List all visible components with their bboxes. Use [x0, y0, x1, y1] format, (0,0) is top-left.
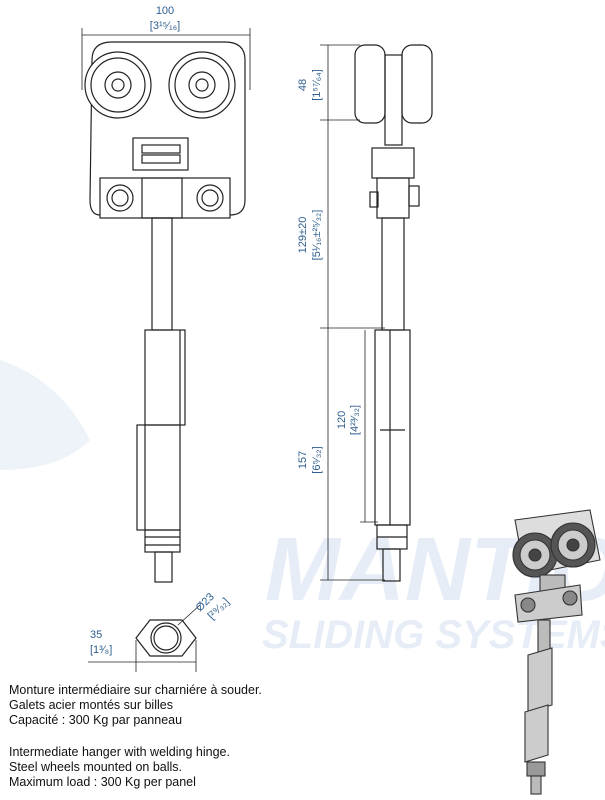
watermark: MANTION SLIDING SYSTEMS — [0, 360, 605, 657]
width-inch: [3¹⁵⁄₁₆] — [150, 20, 180, 32]
description-line: Galets acier montés sur billes — [9, 698, 173, 712]
description-line: Intermediate hanger with welding hinge. — [9, 745, 230, 759]
sleeve-length-mm: 120 — [336, 411, 348, 429]
lower-length-mm: 157 — [297, 451, 309, 469]
width-mm: 100 — [156, 5, 174, 17]
width-dimension — [81, 28, 251, 90]
watermark-tagline: SLIDING SYSTEMS — [262, 613, 605, 657]
description-french: Monture intermédiaire sur charniére à so… — [9, 683, 262, 728]
hinge-section — [88, 604, 201, 672]
description-line: Steel wheels mounted on balls. — [9, 760, 183, 774]
wheel-left — [84, 51, 152, 119]
hinge-width-inch: [1³⁄₈] — [90, 644, 112, 656]
hinge-width-mm: 35 — [90, 629, 102, 641]
height-dimensions — [320, 44, 385, 581]
description-line: Monture intermédiaire sur charniére à so… — [9, 683, 262, 697]
wheel-height-inch: [1⁵⁷⁄₆₄] — [311, 69, 323, 101]
description-line: Maximum load : 300 Kg per panel — [9, 775, 196, 789]
adjustable-height-mm: 129±20 — [297, 217, 309, 254]
isometric-view — [512, 509, 601, 795]
lower-length-inch: [6⁵⁄₃₂] — [311, 446, 323, 473]
description-english: Intermediate hanger with welding hinge. … — [9, 745, 230, 790]
side-view — [354, 44, 433, 582]
adjustable-height-inch: [5¹⁄₁₆±²⁵⁄₃₂] — [311, 210, 323, 261]
wheel-right — [168, 51, 236, 119]
description-line: Capacité : 300 Kg par panneau — [9, 713, 183, 727]
wheel-height-mm: 48 — [297, 79, 309, 91]
sleeve-length-inch: [4²³⁄₃₂] — [349, 405, 361, 435]
front-view — [84, 41, 246, 583]
